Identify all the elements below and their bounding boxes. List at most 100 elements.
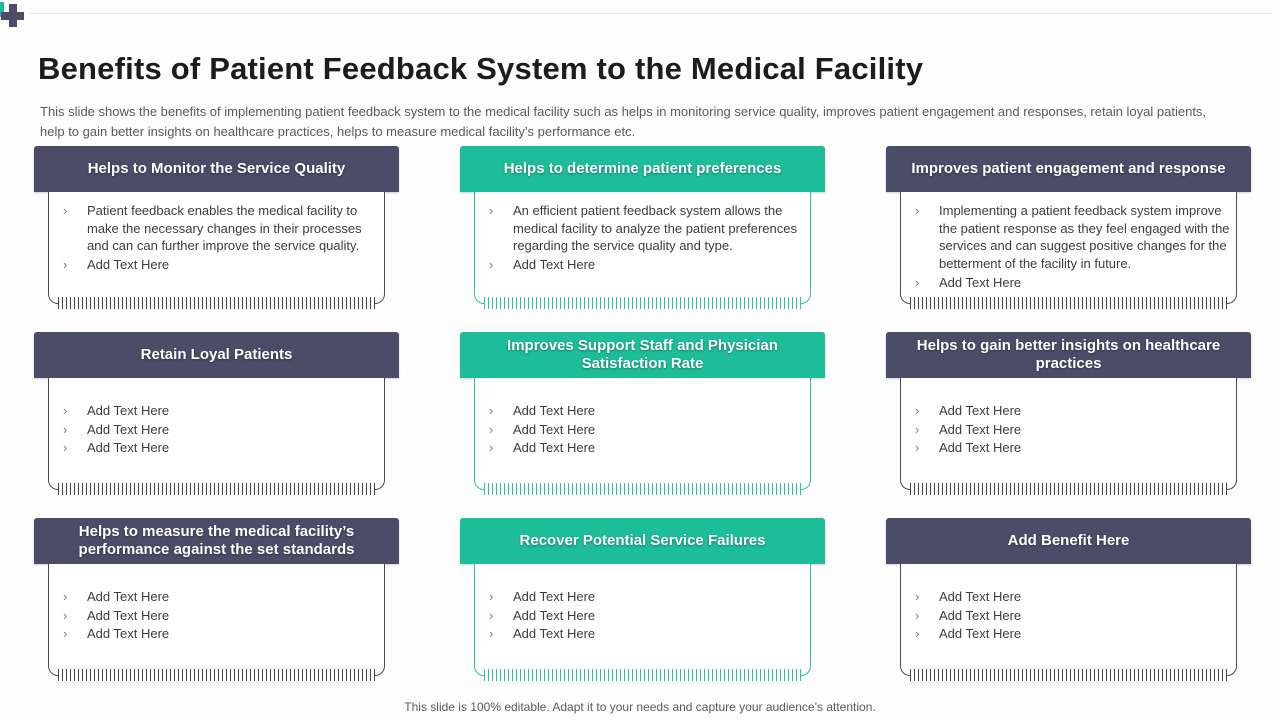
- text-placeholder-item[interactable]: ›Add Text Here: [60, 439, 378, 457]
- text-placeholder-item[interactable]: › Add Text Here: [486, 256, 804, 274]
- bullet-text: Add Text Here: [87, 421, 170, 437]
- chevron-bullet-icon: ›: [63, 607, 68, 623]
- chevron-bullet-icon: ›: [489, 588, 494, 604]
- text-placeholder-item[interactable]: ›Add Text Here: [486, 439, 804, 457]
- bullet-list: ›Add Text Here›Add Text Here›Add Text He…: [486, 587, 804, 644]
- text-placeholder-item[interactable]: › Add Text Here: [60, 402, 378, 420]
- plus-icon: [1, 4, 24, 27]
- text-placeholder-item[interactable]: ›Add Text Here: [486, 402, 804, 420]
- bullet-text: Add Text Here: [513, 588, 596, 604]
- text-placeholder-item[interactable]: › Add Text Here: [486, 588, 804, 606]
- bullet-text: Add Text Here: [939, 626, 1022, 642]
- chevron-bullet-icon: ›: [63, 588, 68, 604]
- benefit-card: Recover Potential Service Failures › Add T…: [460, 518, 825, 681]
- card-body: › Patient feedback enables the medical fa…: [48, 192, 385, 309]
- page-title: Benefits of Patient Feedback System to t…: [38, 50, 924, 86]
- bullet-text: Add Text Here: [939, 274, 1022, 290]
- card-header: Helps to Monitor the Service Quality: [34, 146, 399, 192]
- ticker-tape-border: [484, 297, 801, 309]
- text-placeholder-item[interactable]: ›Add Text Here: [912, 439, 1230, 457]
- chevron-bullet-icon: ›: [489, 257, 494, 273]
- ticker-tape-border: [58, 483, 375, 495]
- bullet-list: ›Add Text Here›Add Text Here›Add Text He…: [912, 401, 1230, 458]
- text-placeholder-item[interactable]: › Add Text Here: [60, 256, 378, 274]
- bullet-list: ›Add Text Here›Add Text Here›Add Text He…: [60, 401, 378, 458]
- benefit-card: Improves patient engagement and response…: [886, 146, 1251, 309]
- bullet-text: Add Text Here: [87, 402, 170, 418]
- chevron-bullet-icon: ›: [915, 626, 920, 642]
- text-placeholder-item[interactable]: ›Add Text Here: [912, 274, 1230, 292]
- chevron-bullet-icon: ›: [915, 607, 920, 623]
- chevron-bullet-icon: ›: [489, 626, 494, 642]
- bullet-text: Add Text Here: [513, 626, 596, 642]
- ticker-tape-border: [58, 297, 375, 309]
- bullet-text: An efficient patient feedback system all…: [513, 203, 797, 254]
- bullet-text: Add Text Here: [513, 607, 596, 623]
- card-body: ›Add Text Here›Add Text Here›Add Text He…: [474, 378, 811, 495]
- text-placeholder-item[interactable]: ›Add Text Here: [60, 607, 378, 625]
- chevron-bullet-icon: ›: [489, 402, 494, 418]
- bullet-text: Add Text Here: [939, 588, 1022, 604]
- bullet-text: Patient feedback enables the medical fac…: [87, 203, 362, 254]
- card-body: ›Add Text Here›Add Text Here›Add Text He…: [48, 564, 385, 681]
- chevron-bullet-icon: ›: [489, 421, 494, 437]
- card-header: Helps to measure the medical facility’s …: [34, 518, 399, 564]
- page-subtitle: This slide shows the benefits of impleme…: [40, 104, 1207, 139]
- text-placeholder-item[interactable]: › Add Text Here: [60, 421, 378, 439]
- bullet-text: Add Text Here: [939, 402, 1022, 418]
- ticker-tape-border: [484, 483, 801, 495]
- bullet-text: Add Text Here: [939, 440, 1022, 456]
- ticker-tape-border: [484, 669, 801, 681]
- cards-grid: Helps to Monitor the Service Quality › Pat…: [34, 146, 1251, 681]
- card-header: Recover Potential Service Failures: [460, 518, 825, 564]
- benefit-card: Improves Support Staff and Physician Sat…: [460, 332, 825, 495]
- chevron-bullet-icon: ›: [63, 203, 68, 218]
- bullet-text: Add Text Here: [513, 257, 596, 273]
- chevron-bullet-icon: ›: [63, 402, 68, 418]
- chevron-bullet-icon: ›: [63, 421, 68, 437]
- card-header: Add Benefit Here: [886, 518, 1251, 564]
- card-body: › Implementing a patient feedback system …: [900, 192, 1237, 309]
- text-placeholder-item[interactable]: › Add Text Here: [486, 421, 804, 439]
- text-placeholder-item[interactable]: › Add Text Here: [60, 588, 378, 606]
- text-placeholder-item[interactable]: ›Add Text Here: [486, 607, 804, 625]
- bullet-text: Add Text Here: [87, 588, 170, 604]
- text-placeholder-item[interactable]: ›Add Text Here: [912, 402, 1230, 420]
- bullet-text: Add Text Here: [513, 440, 596, 456]
- benefit-card: Retain Loyal Patients › Add Text Here › Add …: [34, 332, 399, 495]
- bullet-list: ›Add Text Here›Add Text Here›Add Text He…: [60, 587, 378, 644]
- bullet-text: Add Text Here: [513, 421, 596, 437]
- chevron-bullet-icon: ›: [915, 421, 920, 437]
- bullet-item: › Patient feedback enables the medical fa…: [60, 202, 378, 255]
- bullet-item: ›An efficient patient feedback system al…: [486, 202, 804, 255]
- header-divider: [30, 13, 1272, 14]
- chevron-bullet-icon: ›: [63, 257, 68, 273]
- chevron-bullet-icon: ›: [915, 588, 920, 604]
- bullet-item: › Implementing a patient feedback system …: [912, 202, 1230, 273]
- ticker-tape-border: [910, 297, 1227, 309]
- card-header: Improves Support Staff and Physician Sat…: [460, 332, 825, 378]
- benefit-card: Helps to determine patient preferences›A…: [460, 146, 825, 309]
- card-header: Helps to gain better insights on healthc…: [886, 332, 1251, 378]
- text-placeholder-item[interactable]: › Add Text Here: [912, 607, 1230, 625]
- text-placeholder-item[interactable]: › Add Text Here: [486, 625, 804, 643]
- card-header: Retain Loyal Patients: [34, 332, 399, 378]
- ticker-tape-border: [910, 669, 1227, 681]
- bullet-list: ›Add Text Here›Add Text Here›Add Text He…: [486, 401, 804, 458]
- text-placeholder-item[interactable]: ›Add Text Here: [912, 421, 1230, 439]
- chevron-bullet-icon: ›: [63, 440, 68, 456]
- bullet-text: Implementing a patient feedback system i…: [939, 203, 1230, 272]
- bullet-text: Add Text Here: [939, 607, 1022, 623]
- text-placeholder-item[interactable]: ›Add Text Here: [60, 625, 378, 643]
- card-body: ›Add Text Here›Add Text Here›Add Text He…: [48, 378, 385, 495]
- chevron-bullet-icon: ›: [915, 203, 920, 218]
- bullet-text: Add Text Here: [87, 257, 170, 273]
- text-placeholder-item[interactable]: › Add Text Here: [912, 588, 1230, 606]
- text-placeholder-item[interactable]: › Add Text Here: [912, 625, 1230, 643]
- card-body: › An efficient patient feedback system al…: [474, 192, 811, 309]
- footer-note: This slide is 100% editable. Adapt it to…: [404, 700, 876, 714]
- chevron-bullet-icon: ›: [63, 626, 68, 642]
- benefit-card: Helps to Monitor the Service Quality › Pat…: [34, 146, 399, 309]
- card-body: › Add Text Here › Add Text Here › Add Text He…: [900, 564, 1237, 681]
